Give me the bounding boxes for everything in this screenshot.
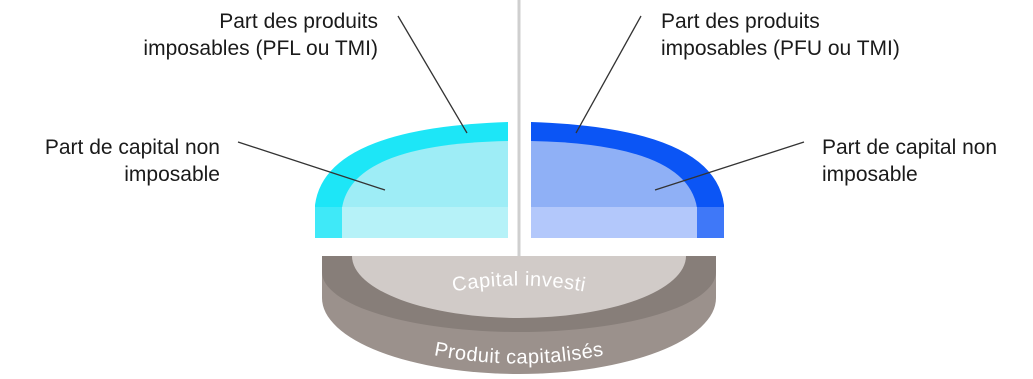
- left-bottom-band: [342, 207, 508, 238]
- leader-top-right: [575, 15, 642, 134]
- leader-mid-right: [654, 141, 805, 191]
- label-line: Part des produits: [661, 10, 820, 33]
- left-band-edge: [315, 207, 342, 238]
- label-line: imposable: [124, 163, 220, 186]
- right-bottom-band: [531, 207, 697, 238]
- label-produits-imposables-pfl: Part des produits imposables (PFL ou TMI…: [108, 8, 378, 62]
- label-line: Part des produits: [219, 10, 378, 33]
- label-capital-non-imposable-left: Part de capital non imposable: [10, 134, 220, 188]
- right-band-edge: [697, 207, 724, 238]
- disk-inner-top: [352, 256, 686, 318]
- left-quarter: [315, 122, 508, 238]
- label-produits-imposables-pfu: Part des produits imposables (PFU ou TMI…: [661, 8, 961, 62]
- label-capital-non-imposable-right: Part de capital non imposable: [822, 134, 1032, 188]
- label-line: Part de capital non: [44, 136, 220, 159]
- label-line: imposables (PFU ou TMI): [661, 37, 900, 60]
- leader-mid-left: [237, 141, 386, 191]
- label-line: imposables (PFL ou TMI): [143, 37, 378, 60]
- leader-top-left: [397, 15, 468, 134]
- label-line: Part de capital non: [822, 136, 998, 159]
- right-quarter: [531, 122, 724, 238]
- capital-disk: Capital investi Produit capitalisés: [322, 256, 716, 374]
- label-line: imposable: [822, 163, 918, 186]
